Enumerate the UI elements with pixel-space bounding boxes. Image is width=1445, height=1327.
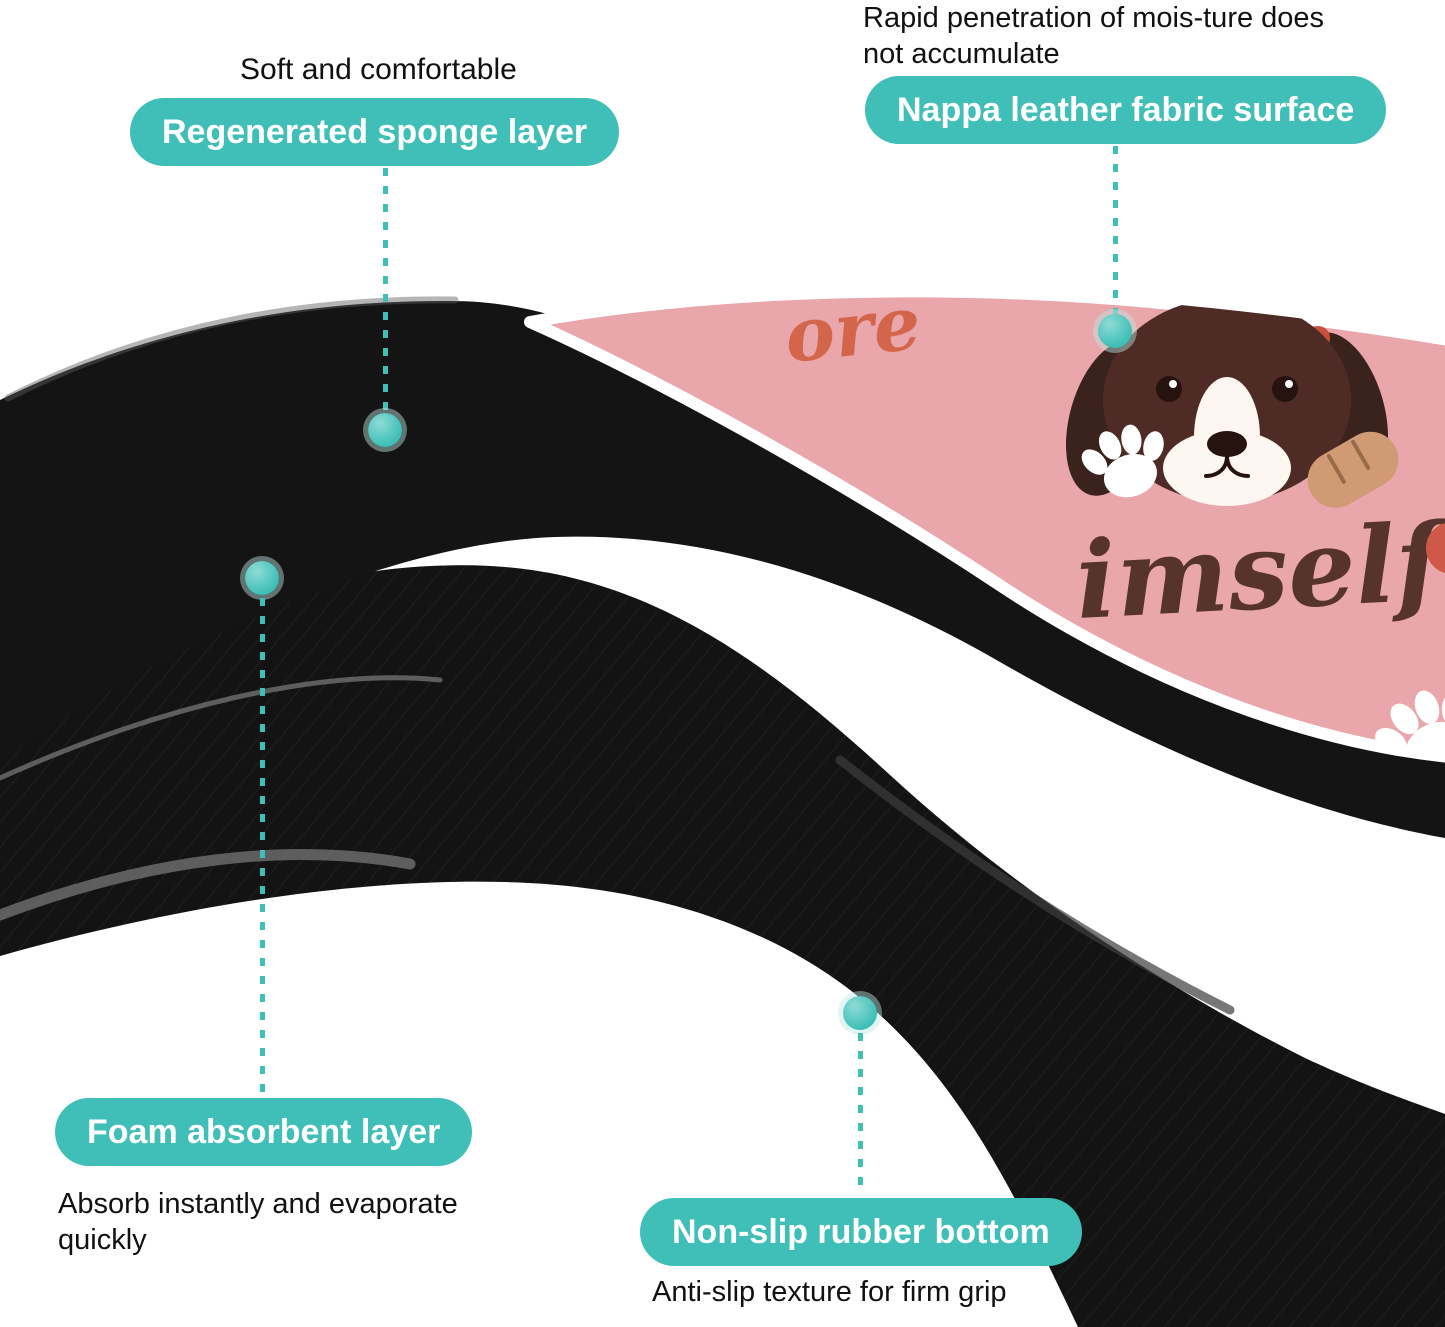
foam-layer-label: Foam absorbent layer: [55, 1098, 473, 1166]
sponge-anchor-dot: [368, 413, 402, 447]
rubber-highlight-line: [835, 755, 1235, 1015]
fabric-surface-note-line2: not accumulate: [863, 38, 1060, 70]
fabric-surface-label: Nappa leather fabric surface: [865, 76, 1387, 144]
dog-mouth: [1204, 454, 1250, 478]
foam-layer-note-line1: Absorb instantly and evaporate: [58, 1188, 458, 1220]
layer-seam-line-2: [0, 849, 416, 921]
rubber-texture: [0, 565, 1445, 1327]
mat-top-sheen: [4, 296, 459, 402]
foam-anchor-dot: [245, 561, 279, 595]
foam-layer-note-line2: quickly: [58, 1224, 147, 1256]
dog-eye-glint-right: [1285, 380, 1293, 388]
mat-print-word-top: ore: [781, 280, 925, 380]
rubber-bottom-label: Non-slip rubber bottom: [640, 1198, 1082, 1266]
layer-seam-line: [0, 675, 443, 781]
mat-print-word-bottom: imself: [1073, 498, 1445, 643]
paw-print: [1081, 424, 1164, 498]
foam-layer-note: Absorb instantly and evaporate quickly: [58, 1186, 528, 1258]
rubber-bottom-note: Anti-slip texture for firm grip: [652, 1276, 1007, 1308]
sponge-layer-note: Soft and comfortable: [240, 53, 517, 86]
fabric-anchor-dot: [1098, 314, 1132, 348]
fabric-leader-line: [1113, 146, 1118, 314]
heart-print: [1426, 522, 1445, 574]
dog-nose: [1207, 431, 1247, 457]
dog-eye-glint-left: [1169, 380, 1177, 388]
mat-top-wave: [0, 300, 1445, 838]
dog-muzzle: [1163, 430, 1291, 506]
fabric-surface-note: Rapid penetration of mois-ture does not …: [863, 0, 1423, 72]
dog-eye-right: [1272, 376, 1298, 402]
dog-paw: [1307, 431, 1399, 508]
rubber-leader-line: [858, 1033, 863, 1195]
foam-leader-line: [260, 598, 265, 1094]
fabric-surface-note-line1: Rapid penetration of mois-ture does: [863, 2, 1325, 34]
sponge-layer-label: Regenerated sponge layer: [130, 98, 620, 166]
dog-illustration: [1065, 298, 1399, 508]
rubber-anchor-dot: [843, 996, 877, 1030]
sponge-leader-line: [383, 168, 388, 414]
dog-eye-left: [1156, 376, 1182, 402]
